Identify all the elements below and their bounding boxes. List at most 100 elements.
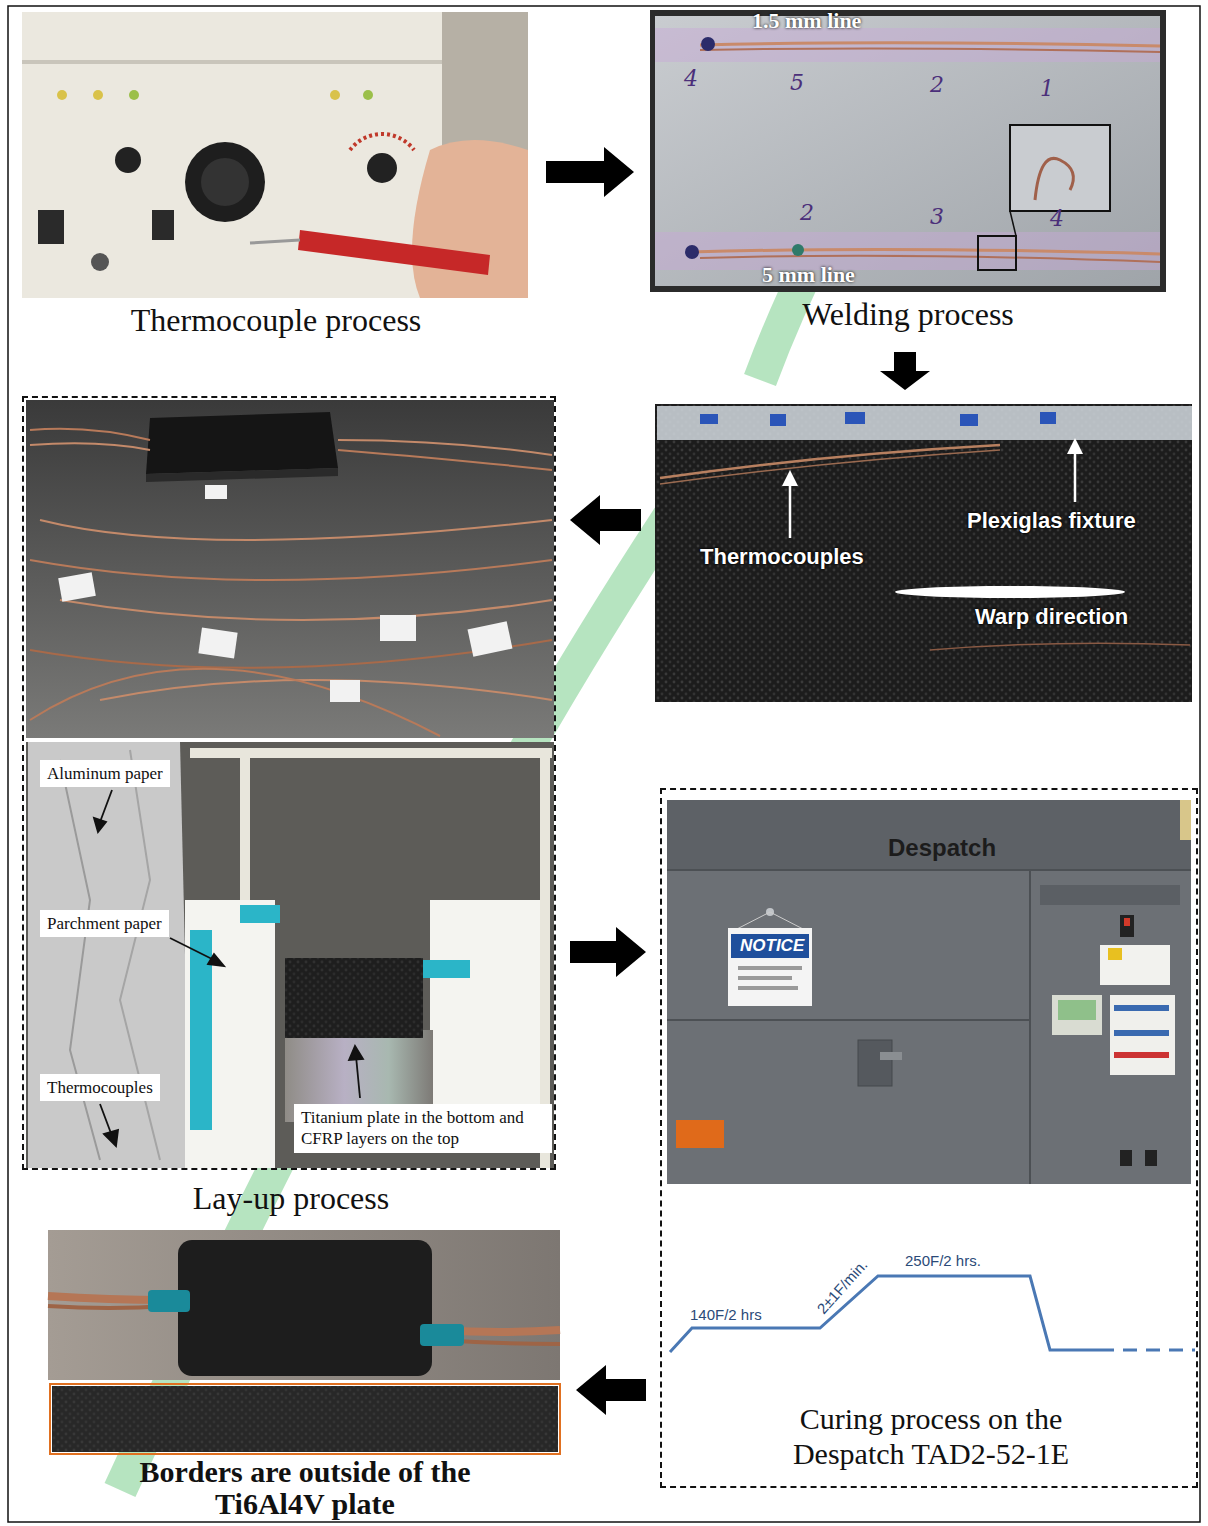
group-caption: Lay-up process (24, 1180, 558, 1217)
fixture-photo-part (660, 445, 1000, 478)
oven-photo-part (1040, 885, 1180, 905)
layup-photos-part (330, 680, 360, 702)
layup-photos-part (285, 958, 423, 1038)
flow-arrow (880, 352, 930, 390)
final-part-photo-part (420, 1324, 464, 1346)
layup-photos-part-part (100, 1104, 112, 1136)
welder-photo-part (22, 12, 528, 298)
layup-photos-part (26, 742, 554, 1168)
oven-photo-part (676, 1120, 724, 1148)
layup-photos-part (40, 520, 552, 540)
welder-photo-part (115, 147, 141, 173)
oven-photo-part (1108, 948, 1122, 960)
oven-photo-part (1120, 1150, 1132, 1166)
position-number: 2 (930, 72, 944, 97)
fixture-photo-part (930, 643, 1190, 650)
final-part-photo-part (50, 1384, 560, 1454)
welded-plate-photo-part (792, 244, 804, 256)
oven-photo-part (1145, 1150, 1157, 1166)
position-number: 5 (790, 70, 804, 95)
layup-photos-part (100, 680, 552, 700)
welded-plate-photo-part (655, 28, 1160, 62)
welded-plate-photo (650, 10, 1166, 292)
fixture-photo-part (655, 404, 1192, 702)
fixture-photo-part (660, 450, 1000, 484)
layup-photos-part (240, 905, 280, 923)
welder-photo-part (22, 60, 442, 64)
oven-photo-part (728, 928, 812, 1006)
callout-box: Titanium plate in the bottom and CFRP la… (294, 1104, 552, 1153)
oven-photo-part (858, 1040, 892, 1086)
brand-name: Despatch (888, 834, 996, 862)
page-frame (8, 6, 1200, 1522)
process-group: Curing process on the Despatch TAD2-52-1… (660, 788, 1198, 1488)
flow-arrow (576, 1365, 646, 1415)
oven-photo-part (1114, 1030, 1169, 1036)
layup-photos-part (26, 400, 554, 738)
layup-photos-part (185, 900, 275, 1168)
welded-plate-photo-part (685, 245, 699, 259)
layup-photos-part (338, 450, 552, 470)
oven-photo-part (1120, 915, 1134, 937)
final-part-photo-part (178, 1240, 432, 1376)
welder-photo-part (152, 210, 174, 240)
final-part-photo-part (48, 1230, 560, 1380)
position-number: 1 (1040, 76, 1054, 101)
fixture-photo-part (700, 414, 718, 424)
welder-photo-part (201, 158, 249, 206)
oven-photo-part (1052, 995, 1102, 1035)
layup-photos-part-part (100, 790, 112, 822)
final-part-photo (48, 1230, 560, 1454)
welder-photo-part (412, 140, 528, 298)
oven-photo-part (667, 800, 1191, 870)
layup-photos-part (190, 930, 212, 1130)
callout-text: Thermocouples (47, 1077, 153, 1098)
layup-photos-part (420, 960, 470, 978)
oven-photo-part (770, 912, 805, 930)
layup-photos-part (146, 412, 338, 474)
result-caption: Borders are outside of the Ti6Al4V plate (85, 1456, 525, 1520)
fixture-photo-part (960, 414, 978, 426)
callout-box: Aluminum paper (40, 760, 170, 787)
layup-photos-part-part (94, 818, 106, 832)
layup-photos-part (468, 621, 513, 657)
welder-photo-part (250, 240, 300, 243)
position-number: 4 (1050, 206, 1064, 231)
callout-text: Parchment paper (47, 913, 162, 934)
layup-photos-part-part (208, 954, 224, 966)
oven-photo-part (1180, 800, 1191, 840)
welded-plate-photo-part (655, 16, 1160, 286)
welded-plate-photo-part (701, 37, 715, 51)
fixture-photo-part (895, 586, 1125, 598)
oven-photo (667, 800, 1191, 1184)
line-label: 1.5 mm line (752, 8, 861, 34)
fixture-photo-part (782, 470, 798, 486)
callout-text: Titanium plate in the bottom and CFRP la… (301, 1107, 545, 1150)
welder-photo-part (93, 90, 103, 100)
photo-callout: Thermocouples (700, 544, 864, 570)
welded-plate-photo-part (655, 232, 1160, 270)
layup-photos-part (30, 669, 440, 736)
callout-text: Aluminum paper (47, 763, 163, 784)
layup-photos-part (30, 429, 150, 440)
welder-photo (22, 12, 528, 298)
process-group: Lay-up processAluminum paperParchment pa… (22, 396, 556, 1170)
welder-photo-part (350, 134, 414, 150)
layup-photos-part (30, 560, 552, 580)
welded-plate-photo-part (700, 43, 1160, 46)
welder-photo-part (91, 253, 109, 271)
oven-photo-part (1114, 1052, 1169, 1058)
fixture-photo-part (789, 478, 792, 538)
welder-photo-part (57, 90, 67, 100)
photo-callout: Warp direction (975, 604, 1128, 630)
layup-photos-part (60, 600, 552, 620)
cure-step-label: 140F/2 hrs (690, 1306, 762, 1323)
welded-plate-photo-part (1035, 158, 1073, 200)
welded-plate-photo-part (1010, 211, 1016, 236)
layup-photos-part (285, 958, 423, 1038)
flow-arrow (570, 495, 641, 545)
process-panel: Welding process (648, 8, 1168, 338)
process-panel: Thermocouple process (20, 10, 532, 342)
